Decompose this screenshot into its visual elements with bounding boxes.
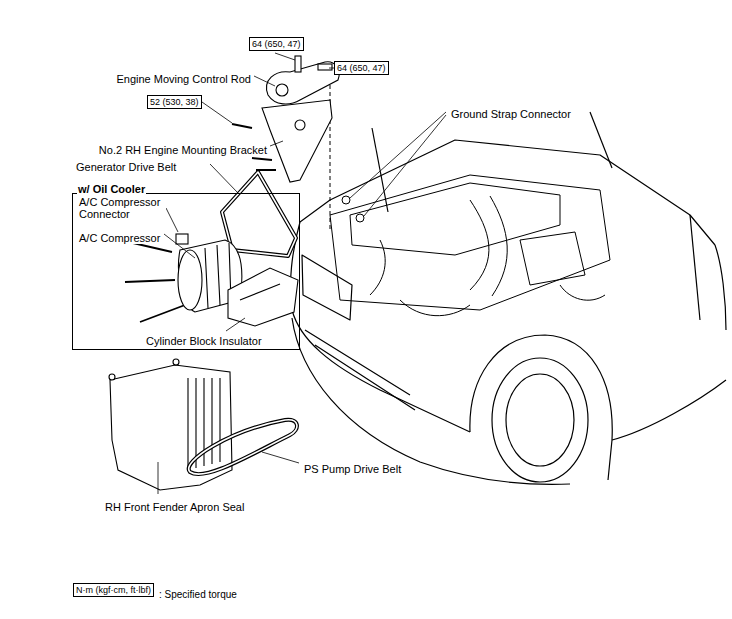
leader-line <box>164 234 195 258</box>
body-side-line <box>612 380 726 440</box>
leader-line <box>275 53 295 60</box>
part-label: Generator Drive Belt <box>75 161 177 174</box>
intake-manifold <box>370 196 507 296</box>
hood-stay <box>590 112 612 168</box>
leader-line <box>350 112 446 198</box>
label-holder: RH Front Fender Apron Seal <box>104 497 245 515</box>
part-name: Cylinder Block Insulator <box>145 335 263 347</box>
ac-compressor <box>120 234 298 326</box>
grille-line <box>305 330 415 410</box>
hose <box>400 285 605 316</box>
hood-opening <box>300 140 715 245</box>
battery <box>520 232 585 285</box>
label-holder: Engine Moving Control Rod <box>115 69 252 87</box>
region-heading: w/ Oil Cooler <box>77 183 146 195</box>
cylinder-block-insulator <box>228 268 298 326</box>
ps-pump-drive-belt <box>189 420 297 474</box>
leader-line <box>226 318 245 331</box>
part-name: A/C Compressor <box>78 232 161 244</box>
compressor-connector <box>176 234 188 244</box>
torque-value: 64 (650, 47) <box>252 39 301 49</box>
bracket-hole <box>295 120 305 130</box>
leader-line <box>270 141 283 146</box>
fender-line <box>715 245 726 330</box>
seal-rib <box>188 378 220 470</box>
engine-block <box>330 175 610 310</box>
bushing <box>276 84 288 96</box>
door-line <box>690 215 700 320</box>
part-label: RH Front Fender Apron Seal <box>104 501 245 514</box>
car-body <box>290 112 726 484</box>
wheel <box>506 374 574 466</box>
torque-box: 64 (650, 47) <box>334 61 389 75</box>
belt-outline <box>189 420 297 474</box>
leader-line <box>202 102 232 123</box>
leader-line <box>262 452 299 463</box>
part-label: Engine Moving Control Rod <box>115 73 252 86</box>
label-holder: Ground Strap Connector <box>450 104 572 122</box>
label-holder: PS Pump Drive Belt <box>303 459 402 477</box>
torque-box: 52 (530, 38) <box>147 95 202 109</box>
part-name: A/C Compressor Connector <box>78 196 166 220</box>
clip <box>109 374 115 380</box>
option-region: w/ Oil CoolerA/C Compressor ConnectorA/C… <box>72 193 300 350</box>
clip <box>173 359 179 365</box>
belt-inner <box>222 172 296 256</box>
belt-inner <box>189 420 297 474</box>
leader-line <box>254 76 275 86</box>
leader-line <box>364 115 446 216</box>
ground-strap-bolt <box>342 196 350 204</box>
insulator-edge <box>240 284 280 300</box>
headlight <box>302 255 352 320</box>
torque-value: 64 (650, 47) <box>337 63 386 73</box>
engine <box>330 78 610 316</box>
bolt <box>252 158 276 170</box>
part-label: Ground Strap Connector <box>450 108 572 121</box>
leader-line <box>166 208 178 232</box>
part-label: PS Pump Drive Belt <box>303 463 402 476</box>
bumper <box>292 318 570 484</box>
leader-line <box>158 462 159 494</box>
legend-note: : Specified torque <box>158 588 238 601</box>
label-holder: Generator Drive Belt <box>75 157 177 175</box>
torque-box: 64 (650, 47) <box>249 37 304 51</box>
compressor-rib <box>205 243 231 308</box>
engine-moving-control-rod <box>267 62 340 104</box>
bolt <box>232 124 252 128</box>
torque-value: 52 (530, 38) <box>150 97 199 107</box>
belt-outline <box>222 172 296 256</box>
label-holder: No.2 RH Engine Mounting Bracket <box>98 140 268 158</box>
label-holder: : Specified torque <box>158 584 238 602</box>
tire <box>492 358 588 482</box>
bolt <box>295 56 301 72</box>
compressor-bolt <box>120 240 185 322</box>
torque-value: N·m (kgf·cm, ft·lbf) <box>76 585 151 595</box>
leader-line <box>210 164 238 193</box>
compressor-clutch <box>178 250 202 310</box>
leader-lines <box>158 53 446 494</box>
generator-drive-belt <box>222 172 296 256</box>
wheel-arch <box>470 335 612 480</box>
part-label: No.2 RH Engine Mounting Bracket <box>98 144 268 157</box>
ground-strap-bolt <box>356 214 364 222</box>
bolt <box>318 64 332 70</box>
torque-unit-box: N·m (kgf·cm, ft·lbf) <box>73 583 154 597</box>
